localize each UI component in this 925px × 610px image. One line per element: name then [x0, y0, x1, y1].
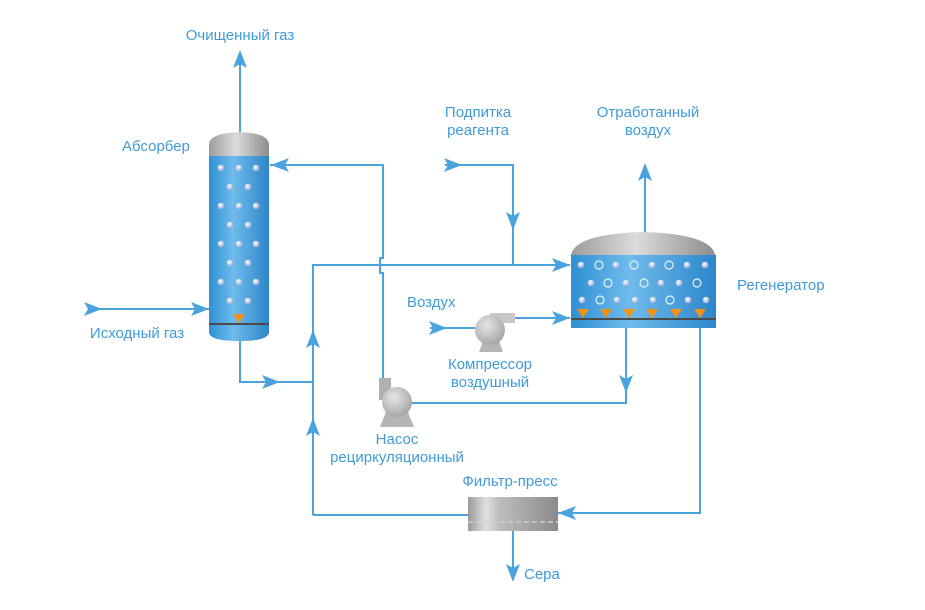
bubble-icon	[244, 259, 252, 267]
bubble-icon	[252, 202, 260, 210]
bubble-icon	[235, 240, 243, 248]
regenerator-label: Регенератор	[737, 277, 825, 294]
drip-icon	[694, 309, 706, 318]
label-line: рециркуляционный	[330, 449, 464, 466]
arrow-down-icon	[619, 375, 633, 393]
label-line: Подпитка	[444, 104, 512, 121]
reagent-makeup-label: Подпитка реагента	[445, 104, 511, 140]
compressor-icon	[475, 313, 515, 352]
arrow-left-icon	[271, 158, 289, 172]
bubble-icon	[648, 261, 656, 269]
bubble-icon	[577, 261, 585, 269]
bubble-icon	[631, 296, 639, 304]
bubble-icon	[603, 278, 613, 288]
arrow-down-icon	[506, 564, 520, 582]
bubble-icon	[252, 164, 260, 172]
pump-label: Насос рециркуляционный	[330, 431, 464, 467]
bubble-icon	[244, 221, 252, 229]
arrow-right-icon	[84, 302, 102, 316]
drip-icon	[670, 309, 682, 318]
bubble-icon	[629, 260, 639, 270]
bubble-icon	[252, 240, 260, 248]
pipe-regen-to-filter	[558, 328, 701, 514]
bubble-icon	[702, 296, 710, 304]
filter-press-label: Фильтр-пресс	[462, 473, 558, 490]
arrow-up-icon	[233, 50, 247, 68]
regenerator-vessel	[571, 232, 716, 328]
label-line: реагента	[447, 122, 509, 139]
bubble-icon	[595, 295, 605, 305]
arrow-up-icon	[306, 330, 320, 348]
bubble-icon	[217, 164, 225, 172]
bubble-icon	[235, 278, 243, 286]
arrow-right-icon	[429, 321, 447, 335]
bubble-icon	[235, 202, 243, 210]
arrow-up-icon	[306, 418, 320, 436]
bubble-icon	[217, 278, 225, 286]
label-line: воздушный	[450, 374, 530, 391]
bubble-icon	[578, 296, 586, 304]
bubble-icon	[701, 261, 709, 269]
arrow-left-icon	[558, 506, 576, 520]
sulfur-label: Сера	[524, 566, 560, 583]
bubble-icon	[684, 296, 692, 304]
arrow-right-icon	[262, 375, 280, 389]
arrow-right-icon	[552, 311, 570, 325]
filter-press-icon	[468, 497, 558, 531]
bubble-icon	[217, 202, 225, 210]
pipe-absorber-bottom	[239, 338, 313, 383]
bubble-icon	[675, 279, 683, 287]
bubble-icon	[252, 278, 260, 286]
arrow-right-icon	[552, 258, 570, 272]
arrow-right-icon	[191, 302, 209, 316]
clean-gas-label: Очищенный газ	[185, 27, 295, 44]
bubble-icon	[613, 296, 621, 304]
drip-icon	[233, 314, 245, 323]
bubble-icon	[235, 164, 243, 172]
bubble-icon	[226, 259, 234, 267]
arrow-up-icon	[638, 163, 652, 181]
flow-arrows	[84, 50, 652, 582]
raw-gas-label: Исходный газ	[89, 325, 185, 342]
pipe-regen-to-pump	[410, 328, 627, 404]
arrow-right-icon	[444, 158, 462, 172]
exhaust-air-label: Отработанный воздух	[597, 104, 700, 140]
bubble-icon	[244, 183, 252, 191]
absorber-label: Абсорбер	[122, 138, 190, 155]
label-line: воздух	[624, 122, 672, 139]
bubble-icon	[639, 278, 649, 288]
air-label: Воздух	[407, 294, 456, 311]
label-line: Насос	[375, 431, 419, 448]
bubble-icon	[587, 279, 595, 287]
drip-icon	[600, 309, 612, 318]
bubble-icon	[683, 261, 691, 269]
drip-icon	[623, 309, 635, 318]
bubble-icon	[226, 221, 234, 229]
pump-icon	[379, 378, 414, 427]
drip-icon	[577, 309, 589, 318]
compressor-label: Компрессор воздушный	[448, 356, 532, 392]
drip-icon	[646, 309, 658, 318]
bubble-icon	[244, 297, 252, 305]
arrow-down-icon	[506, 212, 520, 230]
bubble-icon	[612, 261, 620, 269]
label-line: Отработанный	[596, 104, 700, 121]
bubble-icon	[657, 279, 665, 287]
absorber-vessel	[209, 132, 269, 341]
bubble-icon	[649, 296, 657, 304]
bubble-icon	[692, 278, 702, 288]
bubble-icon	[665, 295, 675, 305]
bubble-icon	[664, 260, 674, 270]
bubble-icon	[226, 297, 234, 305]
pipe-recirculation	[270, 164, 384, 380]
pipe-reagent	[445, 164, 514, 265]
bubble-icon	[622, 279, 630, 287]
bubble-icon	[226, 183, 234, 191]
bubble-icon	[594, 260, 604, 270]
label-line: Компрессор	[447, 356, 533, 373]
bubble-icon	[217, 240, 225, 248]
